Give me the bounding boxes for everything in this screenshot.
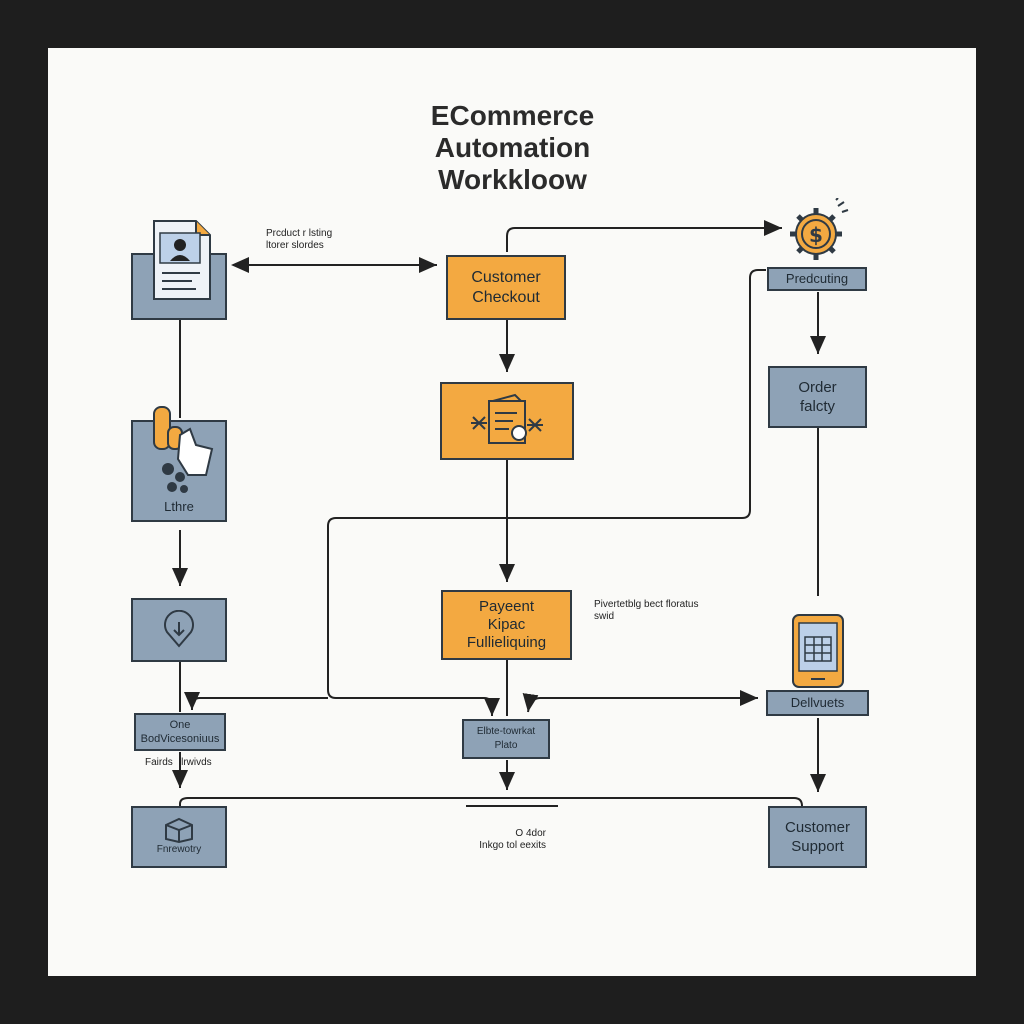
title-line-1: ECommerce: [430, 100, 595, 131]
edge-to-elbte-right: [522, 693, 541, 713]
dellvuets-box[interactable]: Dellvuets: [766, 690, 869, 716]
customer-support-box[interactable]: Customer Support: [768, 806, 867, 868]
edge-pred-elbte: [327, 269, 766, 716]
payment-note: Pivertetblg bect floratus swid: [594, 599, 699, 622]
order-falcty-box[interactable]: Order falcty: [768, 366, 867, 428]
title-line-2: Automation: [434, 132, 591, 163]
edge-bottom-bar: [179, 797, 803, 807]
elbte-label: Elbte-towrkat Plato: [476, 726, 536, 751]
title-line-3: Workkloow: [438, 164, 587, 195]
dellvuets-label: Dellvuets: [790, 695, 845, 710]
lthre-label: Lthre: [164, 499, 194, 514]
inkgo-note: O 4dor Inkgo tol eexits: [479, 828, 546, 851]
box-package-icon: [165, 817, 193, 843]
edge-to-one: [184, 692, 328, 710]
diagram-title: ECommerce Automation Workkloow: [380, 100, 645, 196]
location-box[interactable]: [131, 598, 227, 662]
predcuting-label: Predcuting: [785, 271, 849, 286]
predcuting-box[interactable]: Predcuting: [767, 267, 867, 291]
document-process-box[interactable]: [440, 382, 574, 460]
document-gears-icon: [471, 393, 543, 444]
fnrewotry-label: Fnrewotry: [156, 844, 202, 855]
customer-support-label: Customer Support: [784, 819, 851, 855]
one-bod-label: One BodVicesoniuus: [140, 719, 220, 745]
order-falcty-label: Order falcty: [798, 379, 837, 415]
dollar-gear-icon: $: [790, 198, 849, 260]
payment-label: Payeent Kipac Fullieliquing: [466, 598, 547, 651]
product-listing-note: Prcduct r lsting ltorer slordes: [266, 228, 333, 251]
customer-checkout-box[interactable]: Customer Checkout: [446, 255, 566, 320]
fairds-note: Fairds lrwivds: [145, 757, 212, 768]
svg-text:$: $: [809, 223, 823, 247]
elbte-box[interactable]: Elbte-towrkat Plato: [462, 719, 550, 759]
hand-pointer-icon: [153, 406, 214, 493]
location-pin-icon: [164, 610, 194, 648]
payment-box[interactable]: Payeent Kipac Fullieliquing: [441, 590, 572, 660]
customer-checkout-label: Customer Checkout: [471, 268, 541, 306]
one-bod-box[interactable]: One BodVicesoniuus: [134, 713, 226, 751]
tablet-icon: [792, 614, 844, 688]
fnrewotry-box[interactable]: Fnrewotry: [131, 806, 227, 868]
product-listing-doc-icon: [153, 220, 211, 300]
edge-checkout-gear: [506, 220, 782, 252]
